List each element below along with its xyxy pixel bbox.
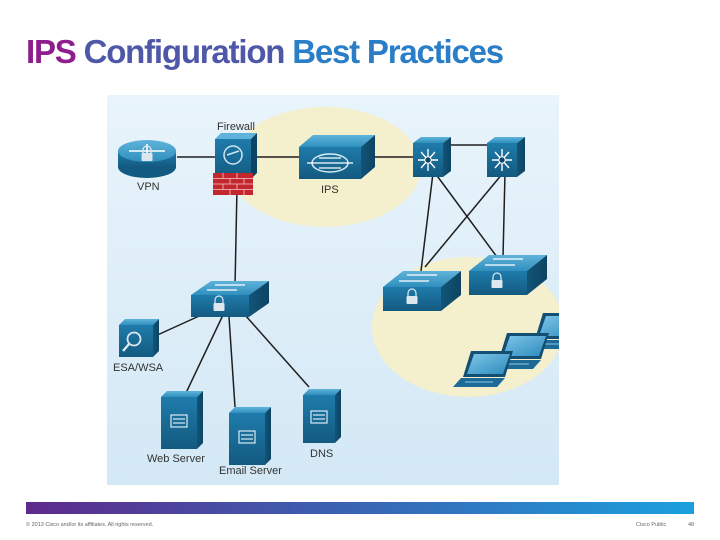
link-core-right-dist-right	[502, 172, 506, 258]
link-dmz-email-server	[228, 316, 236, 408]
esa-wsa-label: ESA/WSA	[113, 362, 164, 374]
page-number: 48	[688, 522, 695, 528]
ips-label: IPS	[321, 184, 339, 196]
vpn-router	[118, 140, 176, 178]
core-switch-left	[413, 137, 451, 177]
lock-icon	[213, 295, 225, 311]
brick-wall-icon	[213, 173, 253, 195]
dmz-switch	[191, 281, 269, 317]
web-server	[161, 391, 203, 449]
classification-text: Cisco Public	[636, 522, 667, 528]
web-server-label: Web Server	[147, 453, 205, 465]
firewall-device	[213, 133, 257, 195]
link-core-right-dist-left	[424, 172, 504, 268]
dns-server	[303, 389, 341, 443]
laptop-3	[453, 351, 513, 387]
network-diagram: VPN	[107, 95, 559, 485]
link-core-left-dist-right	[434, 172, 498, 258]
gauge-icon	[223, 145, 243, 165]
lock-icon	[406, 288, 418, 304]
link-firewall-dmz-switch	[234, 186, 238, 288]
distribution-switch-right	[469, 255, 547, 295]
vpn-label: VPN	[137, 181, 160, 193]
ips-sensor	[299, 135, 375, 179]
core-switch-right	[487, 137, 525, 177]
network-diagram-canvas: VPN	[107, 95, 559, 485]
lock-icon	[141, 145, 153, 161]
magnifier-icon	[122, 331, 142, 352]
firewall-label: Firewall	[217, 121, 255, 133]
dns-label: DNS	[310, 448, 333, 460]
lock-icon	[491, 272, 503, 288]
link-core-left-dist-left	[420, 172, 434, 272]
server-icon	[310, 410, 328, 424]
title-word-best-practices: Best Practices	[292, 33, 504, 70]
network-links	[152, 144, 506, 408]
copyright-text: © 2013 Cisco and/or its affiliates. All …	[26, 522, 154, 528]
email-server-label: Email Server	[219, 465, 282, 477]
slide-title: IPS Configuration Best Practices	[26, 33, 504, 70]
footer-bar	[26, 502, 694, 514]
server-icon	[238, 430, 256, 444]
title-word-ips: IPS	[26, 33, 77, 70]
title-word-configuration: Configuration	[83, 33, 286, 70]
link-dmz-web-server	[184, 314, 224, 396]
server-icon	[170, 414, 188, 428]
email-server	[229, 407, 271, 465]
link-dmz-dns	[244, 314, 310, 388]
distribution-switch-left	[383, 271, 461, 311]
esa-wsa-appliance	[119, 319, 159, 357]
